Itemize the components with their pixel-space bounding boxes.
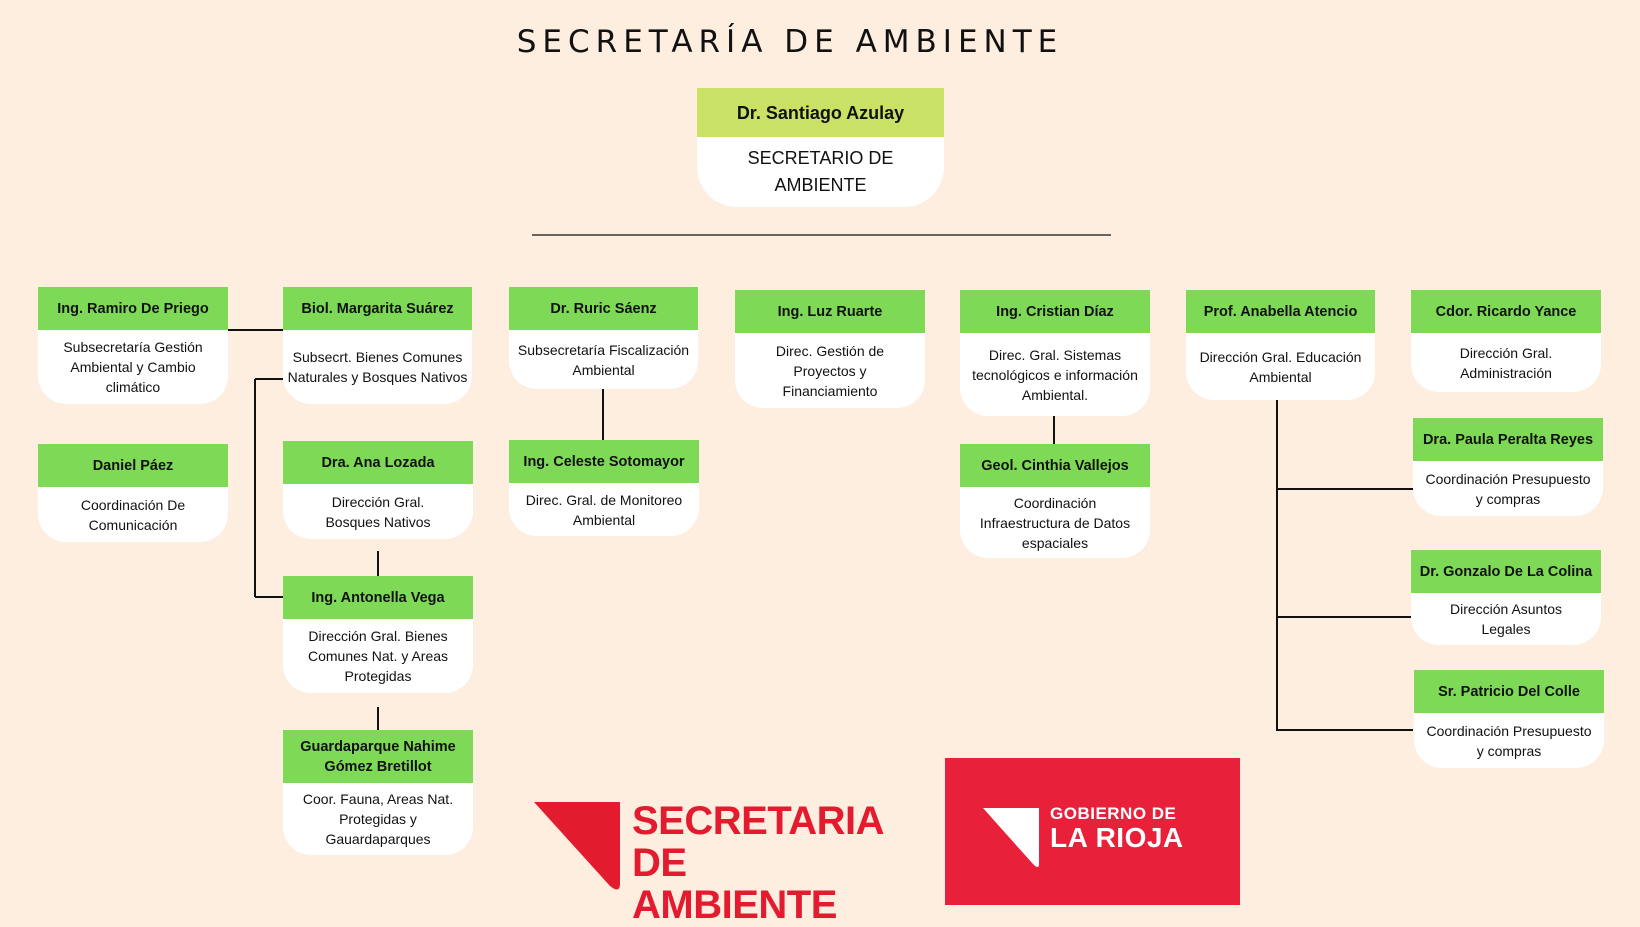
node-antonella-vega: Ing. Antonella Vega Dirección Gral. Bien…: [283, 576, 473, 693]
node-role: Coor. Fauna, Areas Nat. Protegidas y Gau…: [283, 783, 473, 855]
node-luz-ruarte: Ing. Luz Ruarte Direc. Gestión de Proyec…: [735, 290, 925, 408]
secretaria-de-ambiente-logo: SECRETARIA DE AMBIENTE: [532, 798, 912, 926]
node-name: Ing. Cristian Díaz: [960, 290, 1150, 333]
logo-line-2: LA RIOJA: [1050, 822, 1184, 853]
node-ana-lozada: Dra. Ana Lozada Dirección Gral. Bosques …: [283, 441, 473, 539]
node-role: Subsecrt. Bienes Comunes Naturales y Bos…: [283, 330, 472, 404]
secretaria-logo-icon: [534, 802, 620, 890]
node-role: Subsecretaría Gestión Ambiental y Cambio…: [38, 330, 228, 404]
node-name: Ing. Celeste Sotomayor: [509, 440, 699, 483]
node-ruric-saenz: Dr. Ruric Sáenz Subsecretaría Fiscalizac…: [509, 287, 698, 389]
node-name: Dr. Santiago Azulay: [697, 88, 944, 137]
node-ramiro-de-priego: Ing. Ramiro De Priego Subsecretaría Gest…: [38, 287, 228, 404]
node-cinthia-vallejos: Geol. Cinthia Vallejos Coordinación Infr…: [960, 444, 1150, 558]
node-gonzalo-de-la-colina: Dr. Gonzalo De La Colina Dirección Asunt…: [1411, 550, 1601, 645]
node-name: Dr. Ruric Sáenz: [509, 287, 698, 330]
node-role: Direc. Gral. Sistemas tecnológicos e inf…: [960, 333, 1150, 416]
node-role: Dirección Gral. Educación Ambiental: [1186, 333, 1375, 400]
node-name: Ing. Antonella Vega: [283, 576, 473, 619]
node-role: Direc. Gestión de Proyectos y Financiami…: [735, 333, 925, 408]
node-ricardo-yance: Cdor. Ricardo Yance Dirección Gral. Admi…: [1411, 290, 1601, 392]
node-role: Coordinación De Comunicación: [38, 487, 228, 542]
node-role: Coordinación Presupuesto y compras: [1414, 713, 1604, 768]
node-margarita-suarez: Biol. Margarita Suárez Subsecrt. Bienes …: [283, 287, 472, 404]
node-role: Direc. Gral. de Monitoreo Ambiental: [509, 483, 699, 536]
logo-line-1: SECRETARIA DE: [632, 799, 883, 885]
node-name: Guardaparque Nahime Gómez Bretillot: [283, 730, 473, 783]
node-anabella-atencio: Prof. Anabella Atencio Dirección Gral. E…: [1186, 290, 1375, 400]
node-role: SECRETARIO DE AMBIENTE: [697, 137, 944, 207]
node-secretario: Dr. Santiago Azulay SECRETARIO DE AMBIEN…: [697, 88, 944, 207]
node-daniel-paez: Daniel Páez Coordinación De Comunicación: [38, 444, 228, 542]
node-name: Daniel Páez: [38, 444, 228, 487]
node-nahime-gomez: Guardaparque Nahime Gómez Bretillot Coor…: [283, 730, 473, 855]
node-patricio-del-colle: Sr. Patricio Del Colle Coordinación Pres…: [1414, 670, 1604, 768]
node-name: Dra. Ana Lozada: [283, 441, 473, 484]
node-name: Biol. Margarita Suárez: [283, 287, 472, 330]
node-name: Geol. Cinthia Vallejos: [960, 444, 1150, 487]
la-rioja-logo-icon: [983, 808, 1039, 867]
gobierno-la-rioja-logo: GOBIERNO DE LA RIOJA: [945, 758, 1240, 905]
node-name: Dra. Paula Peralta Reyes: [1413, 418, 1603, 461]
node-role: Dirección Asuntos Legales: [1411, 593, 1601, 645]
node-role: Coordinación Infraestructura de Datos es…: [960, 487, 1150, 558]
page-title: SECRETARÍA DE AMBIENTE: [516, 24, 1064, 60]
node-role: Dirección Gral. Administración: [1411, 333, 1601, 392]
node-role: Coordinación Presupuesto y compras: [1413, 461, 1603, 516]
node-name: Cdor. Ricardo Yance: [1411, 290, 1601, 333]
node-role: Subsecretaría Fiscalización Ambiental: [509, 330, 698, 389]
node-role: Dirección Gral. Bienes Comunes Nat. y Ar…: [283, 619, 473, 693]
node-celeste-sotomayor: Ing. Celeste Sotomayor Direc. Gral. de M…: [509, 440, 699, 536]
logo-line-2: AMBIENTE: [632, 883, 837, 927]
node-name: Dr. Gonzalo De La Colina: [1411, 550, 1601, 593]
node-name: Sr. Patricio Del Colle: [1414, 670, 1604, 713]
node-name: Ing. Luz Ruarte: [735, 290, 925, 333]
logo-line-1: GOBIERNO DE: [1050, 804, 1177, 823]
node-name: Prof. Anabella Atencio: [1186, 290, 1375, 333]
node-role: Dirección Gral. Bosques Nativos: [283, 484, 473, 539]
node-paula-peralta-reyes: Dra. Paula Peralta Reyes Coordinación Pr…: [1413, 418, 1603, 516]
node-cristian-diaz: Ing. Cristian Díaz Direc. Gral. Sistemas…: [960, 290, 1150, 416]
node-name: Ing. Ramiro De Priego: [38, 287, 228, 330]
